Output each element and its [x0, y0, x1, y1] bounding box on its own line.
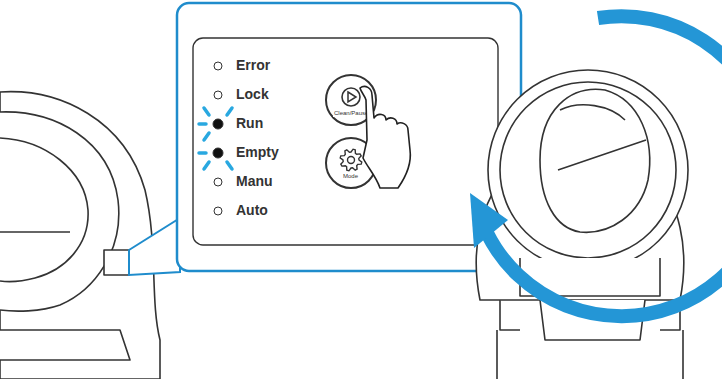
indicator-label: Lock	[236, 86, 269, 102]
control-panel	[193, 38, 498, 245]
indicator-label: Auto	[236, 202, 268, 218]
indicator-label: Manu	[236, 173, 273, 189]
indicator-label: Error	[236, 57, 270, 73]
button-label: Mode	[342, 173, 359, 180]
led-indicators	[213, 62, 223, 215]
blink-rays	[199, 108, 232, 169]
indicator-label: Run	[236, 115, 263, 131]
callout-box	[177, 3, 521, 271]
indicator-label: Empty	[236, 144, 279, 160]
callout-wedge	[129, 218, 180, 275]
rotation-arrow	[470, 16, 722, 316]
right-device	[476, 70, 688, 379]
button-label: Clean/Pause	[333, 110, 369, 117]
left-device	[0, 92, 160, 379]
